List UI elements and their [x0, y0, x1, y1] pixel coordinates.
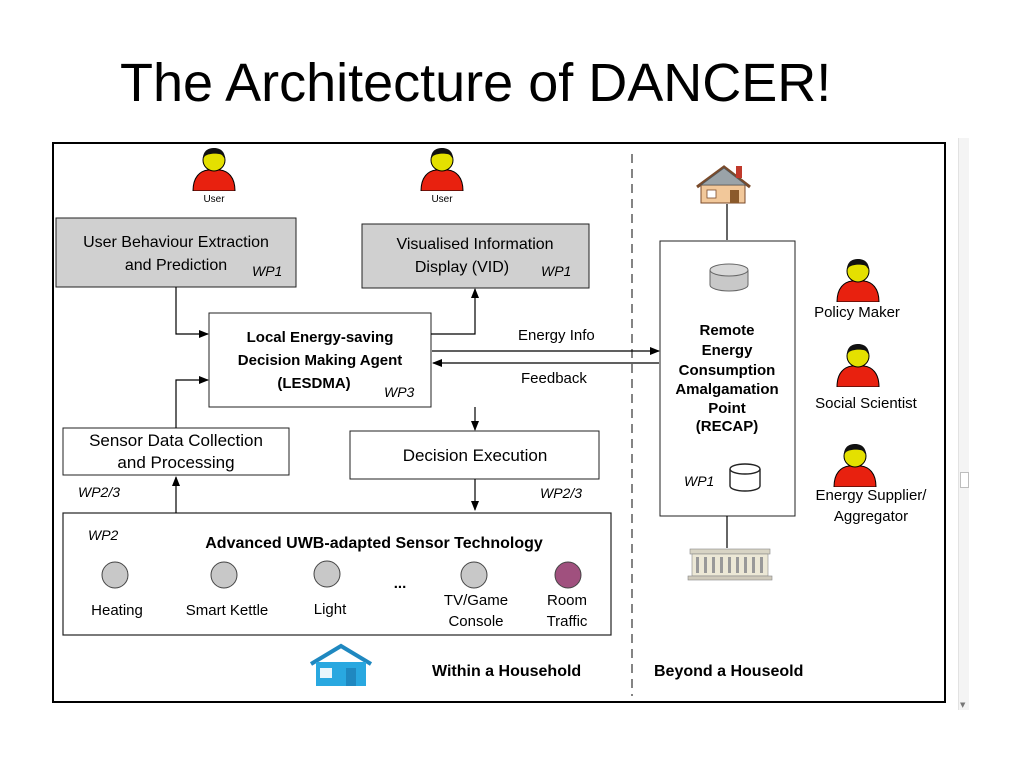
- recap-label-1: Remote: [699, 322, 754, 339]
- recap-label-6: (RECAP): [696, 418, 759, 435]
- scroll-down-icon[interactable]: ▼: [960, 701, 966, 709]
- more-devices-ellipsis: ...: [394, 575, 407, 592]
- sensor-tech-wp: WP2: [88, 527, 119, 543]
- household-icon: [309, 643, 373, 686]
- edge-sensor-data-to-lesdma: [175, 376, 209, 428]
- social-scientist-label: Social Scientist: [815, 395, 918, 412]
- recap-label-2: Energy: [702, 342, 754, 359]
- sensor-tech-title: Advanced UWB-adapted Sensor Technology: [205, 535, 543, 552]
- user-behaviour-node: User Behaviour Extraction and Prediction…: [55, 217, 297, 288]
- energy-supplier-icon: [833, 443, 877, 487]
- within-household-label: Within a Household: [432, 663, 581, 680]
- recap-wp: WP1: [684, 473, 714, 489]
- light-label: Light: [314, 601, 347, 618]
- room-traffic-label-2: Traffic: [547, 613, 588, 630]
- lesdma-wp: WP3: [384, 384, 415, 400]
- diagram-frame: [52, 142, 946, 703]
- lesdma-label-2: Decision Making Agent: [238, 352, 402, 369]
- policy-maker-icon: [836, 258, 880, 302]
- heating-sensor-dot: [101, 561, 129, 589]
- sensor-data-label-2: and Processing: [117, 453, 234, 472]
- energy-supplier-label-2: Aggregator: [834, 508, 908, 525]
- user-behaviour-label-1: User Behaviour Extraction: [83, 234, 269, 251]
- user-label-left: User: [203, 194, 225, 205]
- sensor-data-wp: WP2/3: [78, 484, 120, 500]
- policy-maker-label: Policy Maker: [814, 304, 900, 321]
- database-icon-bottom: [729, 463, 761, 492]
- lesdma-label-3: (LESDMA): [277, 375, 350, 392]
- sensor-data-label-1: Sensor Data Collection: [89, 431, 263, 450]
- smart-kettle-sensor-dot: [210, 561, 238, 589]
- user-label-right: User: [431, 194, 453, 205]
- user-behaviour-wp: WP1: [252, 263, 282, 279]
- energy-supplier-label-1: Energy Supplier/: [816, 487, 928, 504]
- edge-lesdma-to-vid: [431, 288, 479, 335]
- tv-console-sensor-dot: [460, 561, 488, 589]
- edge-behaviour-to-lesdma: [175, 287, 209, 338]
- building-icon: [687, 548, 773, 581]
- social-scientist-icon: [836, 343, 880, 387]
- beyond-household-label: Beyond a Houseold: [654, 663, 803, 680]
- decision-execution-node: Decision Execution: [349, 430, 600, 480]
- user-behaviour-label-2: and Prediction: [125, 257, 227, 274]
- recap-label-3: Consumption: [679, 362, 776, 379]
- lesdma-node: Local Energy-saving Decision Making Agen…: [208, 312, 432, 408]
- database-icon-top: [709, 263, 749, 292]
- slide-title: The Architecture of DANCER!: [120, 53, 832, 113]
- vid-wp: WP1: [541, 263, 571, 279]
- recap-node: Remote Energy Consumption Amalgamation P…: [659, 240, 796, 517]
- vid-label-1: Visualised Information: [396, 236, 553, 253]
- room-traffic-sensor-dot: [554, 561, 582, 589]
- scrollbar[interactable]: ▼: [958, 138, 969, 710]
- heating-label: Heating: [91, 602, 143, 619]
- user-icon-left: [192, 147, 236, 191]
- scrollbar-thumb[interactable]: [960, 472, 969, 488]
- light-sensor-dot: [313, 560, 341, 588]
- tv-console-label-2: Console: [448, 613, 503, 630]
- user-icon-right: [420, 147, 464, 191]
- energy-info-label: Energy Info: [518, 327, 595, 344]
- room-traffic-label-1: Room: [547, 592, 587, 609]
- vid-node: Visualised Information Display (VID) WP1: [361, 223, 590, 289]
- smart-kettle-label: Smart Kettle: [186, 602, 269, 619]
- edges: [172, 204, 728, 548]
- sensor-tech-node: WP2 Advanced UWB-adapted Sensor Technolo…: [62, 512, 612, 636]
- feedback-label: Feedback: [521, 370, 587, 387]
- vid-label-2: Display (VID): [415, 259, 509, 276]
- recap-label-4: Amalgamation: [675, 381, 778, 398]
- home-icon: [696, 165, 751, 204]
- sensor-data-node: Sensor Data Collection and Processing: [62, 427, 290, 476]
- recap-label-5: Point: [708, 400, 746, 417]
- decision-execution-wp: WP2/3: [540, 485, 582, 501]
- tv-console-label-1: TV/Game: [444, 592, 508, 609]
- decision-execution-label: Decision Execution: [403, 446, 548, 465]
- lesdma-label-1: Local Energy-saving: [247, 329, 394, 346]
